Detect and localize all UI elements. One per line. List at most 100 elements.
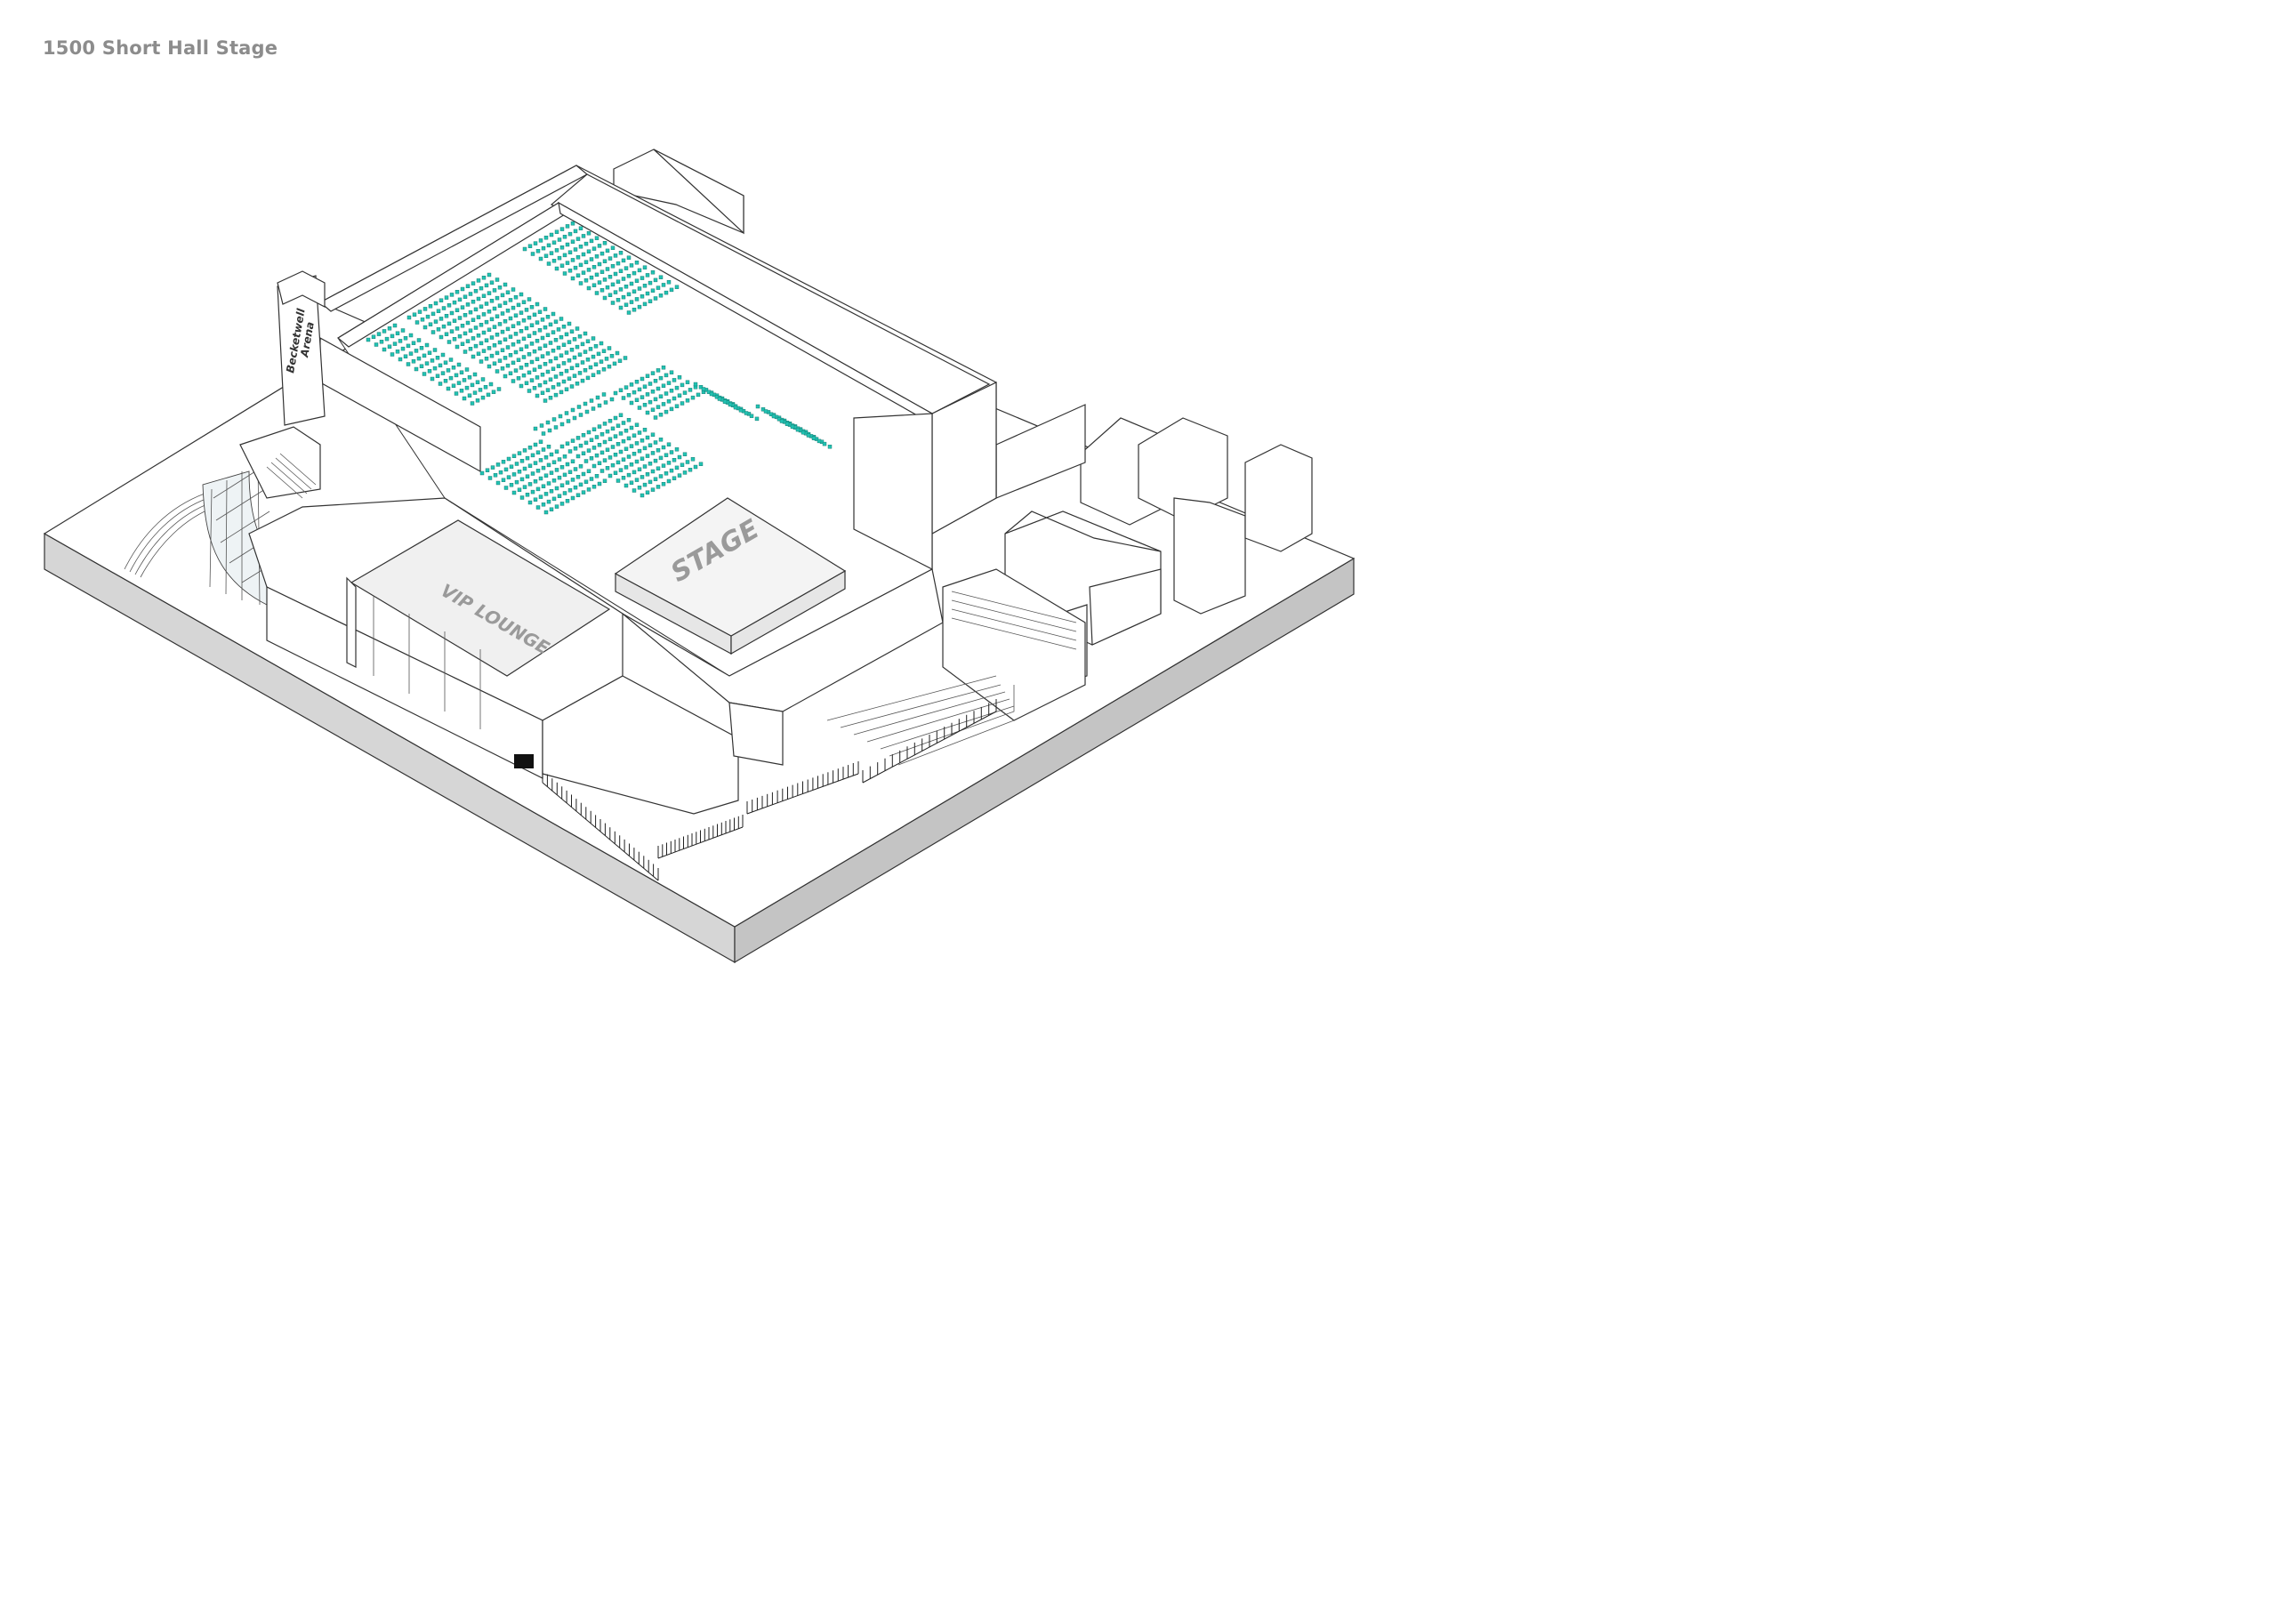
seat [548,377,553,382]
seat [557,494,562,498]
seat [610,282,616,287]
seat [492,288,497,293]
seat [546,243,551,248]
seat [524,308,529,312]
seat [656,448,661,453]
seat [524,381,529,385]
seat [432,348,438,352]
seat [621,438,626,444]
seat [682,390,688,395]
seat [497,340,503,345]
seat [500,329,505,334]
seat [607,346,612,350]
seat [575,344,580,350]
seat [616,423,621,428]
seat [479,304,484,309]
seat [395,331,400,335]
seat [519,292,524,297]
seat [553,319,559,324]
seat [509,464,514,469]
seat [501,460,506,464]
seat [613,470,618,475]
seat [487,310,492,314]
seat [521,355,527,359]
seat [517,487,522,492]
seat [535,339,540,343]
seat [559,483,565,487]
seat [419,364,424,368]
seat [613,415,618,421]
seat [532,331,537,335]
seat [497,303,503,308]
seat [497,285,503,290]
seat [602,422,607,426]
seat [559,353,564,358]
seat [460,305,465,310]
seat [511,305,516,310]
rear-building [613,149,744,235]
seat [650,390,656,394]
seat [637,387,642,392]
seat [599,341,604,346]
isometric-venue-drawing: STAGE Becketwell Arena VIP LOUNGE [43,149,1356,964]
seat [594,291,599,295]
seat [406,315,412,320]
seat [599,432,605,437]
seat [714,395,720,399]
seat [556,382,561,387]
seat [476,334,481,338]
seat [541,431,546,436]
seat [632,270,637,276]
seat [535,469,541,473]
seat [465,339,471,343]
seat [489,317,495,322]
seat [495,277,500,282]
seat [594,435,599,439]
seat [403,336,408,341]
seat [623,356,628,360]
seat [559,334,564,340]
seat [570,438,575,443]
seat [661,463,666,468]
seat [527,352,532,357]
seat [538,458,543,462]
seat [573,265,578,270]
seat [487,364,492,369]
seat [492,325,497,329]
seat [545,351,551,356]
seat [476,351,481,356]
seat [543,325,548,330]
seat [567,449,573,454]
seat [580,360,585,365]
seat [581,270,586,275]
seat [481,349,487,353]
seat [562,253,567,258]
seat [575,326,580,331]
seat [677,454,682,460]
seat [666,381,672,385]
seat [589,456,594,461]
seat [562,454,567,459]
seat [546,261,551,266]
seat [632,488,637,493]
seat [567,321,572,326]
seat [439,334,444,340]
seat [645,410,650,415]
seat [666,442,672,446]
seat [505,363,511,368]
seat [492,343,497,348]
vip-lounge-block: VIP LOUNGE [248,497,624,779]
seat [508,334,513,339]
seat [468,310,473,315]
seat [455,326,460,331]
seat [516,358,521,362]
seat [537,382,543,388]
seat [537,365,543,369]
seat [484,319,489,325]
seat [575,363,580,367]
seat [430,330,436,334]
seat [500,311,505,316]
seat [543,362,548,366]
seat [527,315,532,320]
seat [506,475,511,479]
